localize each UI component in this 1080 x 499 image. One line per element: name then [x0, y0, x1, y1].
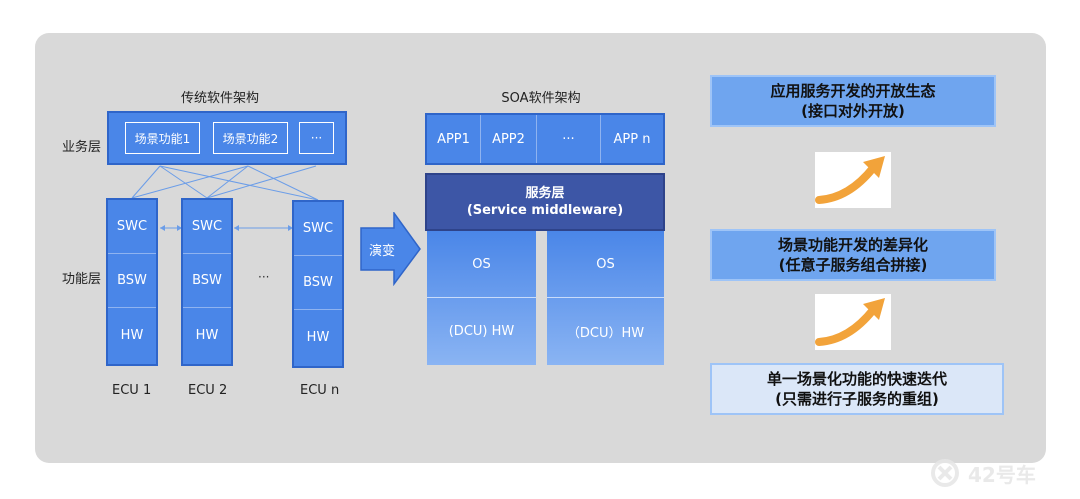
os-left: OS: [472, 256, 491, 272]
transition-label: 演变: [369, 244, 396, 259]
dcu-left-stack: [427, 231, 536, 365]
ecu-n-stack: SWC BSW HW: [292, 200, 344, 368]
dcu-right-divider: [547, 297, 664, 298]
benefit-2-line2: (任意子服务组合拼接): [778, 256, 928, 274]
traditional-arch-title: 传统软件架构: [180, 91, 259, 106]
benefit-1-line1: 应用服务开发的开放生态: [770, 82, 936, 100]
hw-left: (DCU) HW: [448, 323, 515, 339]
transition-arrow-icon: [360, 212, 421, 286]
ecu-2-label: ECU 2: [188, 383, 228, 398]
ecu-1-hw: HW: [120, 327, 144, 343]
ecu-1-stack: SWC BSW HW: [106, 198, 158, 366]
ecu-n-hw: HW: [306, 329, 330, 345]
benefit-1-line2: (接口对外开放): [801, 102, 905, 120]
ecu-n-label: ECU n: [300, 383, 340, 398]
os-right: OS: [596, 256, 615, 272]
scene-function-more: ···: [299, 122, 334, 154]
ecu-1-swc: SWC: [108, 200, 156, 254]
dcu-left-divider: [427, 297, 536, 298]
benefit-differentiation: 场景功能开发的差异化 (任意子服务组合拼接): [710, 229, 996, 281]
scene-function-2: 场景功能2: [213, 122, 288, 154]
ecu-2-swc: SWC: [183, 200, 231, 254]
app-layer-box: [425, 113, 665, 165]
growth-arrow-1-icon: [815, 152, 891, 208]
service-layer-title: 服务层: [525, 186, 565, 201]
hw-right: （DCU）HW: [566, 325, 645, 341]
function-layer-label: 功能层: [62, 272, 102, 287]
watermark-text: 42号车: [968, 462, 1036, 487]
scene-function-1: 场景功能1: [125, 122, 200, 154]
service-layer-box: 服务层 (Service middleware): [425, 173, 665, 231]
benefit-open-ecosystem: 应用服务开发的开放生态 (接口对外开放): [710, 75, 996, 127]
ecu-2-bsw: BSW: [183, 254, 231, 308]
app-n: APP n: [613, 131, 651, 147]
dcu-right-stack: [547, 231, 664, 365]
benefit-2-line1: 场景功能开发的差异化: [777, 236, 928, 254]
ecu-n-swc: SWC: [294, 202, 342, 256]
watermark-logo-icon: [931, 459, 959, 487]
benefit-fast-iteration: 单一场景化功能的快速迭代 (只需进行子服务的重组): [710, 363, 1004, 415]
ecu-1-bsw: BSW: [108, 254, 156, 308]
business-layer-label: 业务层: [62, 140, 102, 155]
business-layer-box: [107, 111, 347, 165]
benefit-3-line1: 单一场景化功能的快速迭代: [766, 370, 947, 388]
soa-arch-title: SOA软件架构: [501, 91, 581, 106]
app-more: ···: [537, 115, 601, 163]
app-1: APP1: [427, 115, 481, 163]
benefit-3-line2: (只需进行子服务的重组): [775, 390, 939, 408]
app-2: APP2: [481, 115, 537, 163]
watermark: 42号车: [930, 455, 1060, 491]
ecu-ellipsis: ···: [258, 270, 270, 284]
ecu-1-label: ECU 1: [112, 383, 152, 398]
growth-arrow-2-icon: [815, 294, 891, 350]
ecu-2-stack: SWC BSW HW: [181, 198, 233, 366]
ecu-2-hw: HW: [195, 327, 219, 343]
service-layer-subtitle: (Service middleware): [466, 203, 624, 218]
ecu-n-bsw: BSW: [294, 256, 342, 310]
